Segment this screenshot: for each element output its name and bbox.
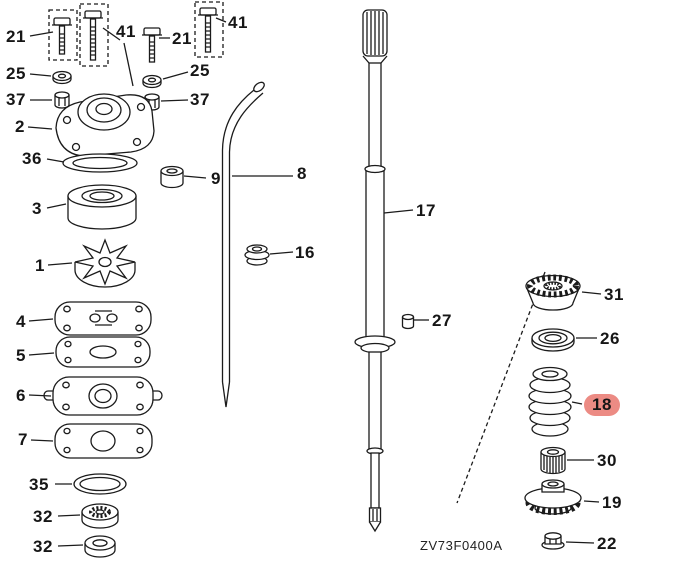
part-label-26: 26 [600, 329, 620, 348]
part-vertical-shaft-17 [354, 9, 396, 533]
part-label-37-b: 37 [190, 90, 210, 109]
part-label-25-a: 25 [6, 64, 26, 83]
part-bolt-41-left [83, 10, 103, 61]
part-label-3: 3 [32, 199, 42, 218]
part-bushing-9 [160, 165, 184, 189]
part-o-ring-35 [73, 473, 127, 495]
part-nut-37-left [54, 91, 70, 109]
part-spring-18 [528, 366, 572, 437]
part-seal-32-lower [84, 535, 116, 558]
part-bevel-gear-31 [525, 274, 581, 311]
part-grommet-16 [244, 244, 270, 266]
part-gasket-7 [54, 423, 153, 459]
part-label-27: 27 [432, 311, 452, 330]
part-thrust-washer-26 [531, 328, 575, 352]
part-label-31: 31 [604, 285, 624, 304]
part-label-17: 17 [416, 201, 436, 220]
part-label-25-b: 25 [190, 61, 210, 80]
leader-lines [27, 17, 602, 547]
part-water-tube-8 [221, 81, 265, 408]
diagram-code: ZV73F0400A [420, 538, 503, 553]
part-label-8: 8 [297, 164, 307, 183]
part-label-37-a: 37 [6, 90, 26, 109]
part-label-6: 6 [16, 386, 26, 405]
part-label-41-a: 41 [116, 22, 136, 41]
part-gasket-5 [55, 336, 151, 368]
part-label-19: 19 [602, 493, 622, 512]
part-label-36: 36 [22, 149, 42, 168]
assembly-axis-dashed-line [456, 271, 546, 504]
part-label-21-a: 21 [6, 27, 26, 46]
part-washer-25-mid [142, 74, 162, 89]
part-label-30: 30 [597, 451, 617, 470]
part-nut-22 [541, 532, 565, 550]
part-seal-32-upper [81, 503, 119, 529]
part-plate-4 [54, 301, 152, 336]
part-pinion-gear-19 [524, 479, 582, 515]
part-label-16: 16 [295, 243, 315, 262]
part-bolt-41-mid [198, 7, 218, 53]
part-label-7: 7 [18, 430, 28, 449]
part-label-41-b: 41 [228, 13, 248, 32]
part-bushing-30 [540, 446, 566, 475]
part-label-18: 18 [584, 394, 620, 416]
part-label-22: 22 [597, 534, 617, 553]
part-washer-25-left [52, 70, 72, 85]
part-clip-27 [401, 313, 415, 330]
dashed-boxes [48, 1, 224, 67]
part-housing-ring-36 [62, 153, 138, 173]
part-label-35: 35 [29, 475, 49, 494]
part-label-32-a: 32 [33, 507, 53, 526]
part-impeller-1 [74, 238, 136, 288]
part-bolt-21-left [52, 17, 72, 55]
part-label-4: 4 [16, 312, 26, 331]
part-bolt-21-mid [142, 27, 162, 63]
part-label-32-b: 32 [33, 537, 53, 556]
part-pump-liner-3 [67, 184, 137, 230]
part-pump-housing-2 [55, 93, 155, 157]
part-label-9: 9 [211, 169, 221, 188]
part-label-5: 5 [16, 346, 26, 365]
part-label-1: 1 [35, 256, 45, 275]
part-label-21-b: 21 [172, 29, 192, 48]
part-pump-base-6 [43, 376, 163, 416]
part-label-2: 2 [15, 117, 25, 136]
